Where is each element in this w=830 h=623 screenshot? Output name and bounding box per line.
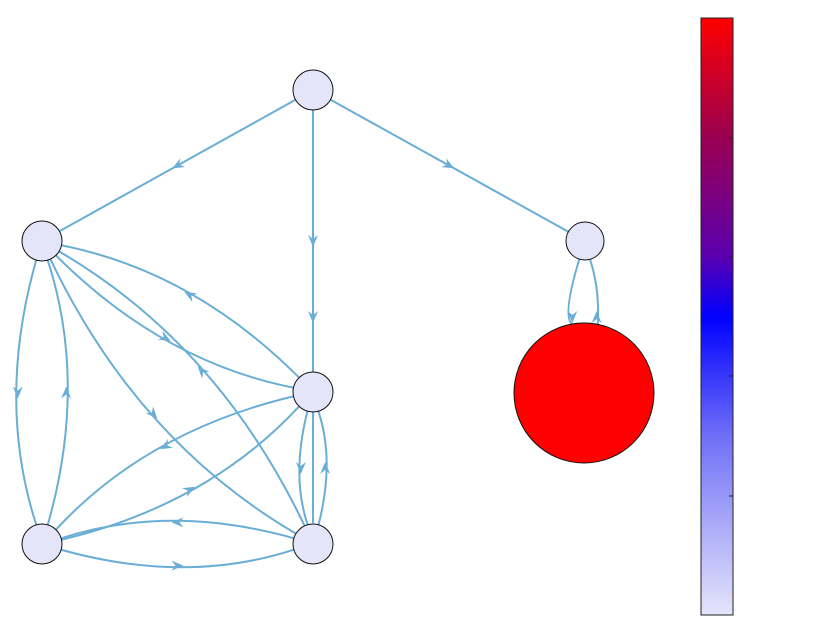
node-c: [292, 371, 334, 413]
edge-d-f: [61, 519, 314, 545]
node-d: [292, 523, 334, 565]
edge-arrow-d-b: [197, 366, 210, 379]
edge-f-d: [41, 543, 294, 569]
edge-c-f: [55, 391, 314, 531]
node-b: [21, 220, 63, 262]
edge-arrow-a-e: [441, 158, 455, 169]
edge-f-b: [41, 260, 69, 545]
edge-arrow-f-c: [181, 486, 195, 497]
edge-arrow-d-f: [171, 517, 184, 528]
colorbar-ticks: [729, 17, 733, 616]
edges-layer: [12, 89, 602, 571]
edge-arrow-b-d: [145, 406, 158, 419]
edge-c-b: [61, 244, 314, 393]
edge-arrow-a-b: [172, 158, 186, 169]
edge-a-b: [59, 89, 314, 232]
node-a: [292, 69, 334, 111]
edge-arrow-a-d: [308, 311, 318, 323]
edge-b-c: [41, 240, 294, 389]
edge-d-b: [58, 250, 314, 545]
colorbar: [700, 17, 734, 616]
edge-arrow-c-d: [295, 462, 306, 474]
edge-arrow-f-b: [61, 386, 72, 399]
edge-arrow-g-e: [591, 311, 602, 324]
edge-arrow-c-f: [160, 439, 174, 450]
edge-arrow-f-d: [171, 560, 184, 571]
edge-a-e: [312, 89, 569, 233]
edge-arrow-d-c: [320, 462, 331, 474]
edge-b-d: [41, 240, 297, 535]
node-e: [565, 221, 605, 261]
edge-b-f: [15, 240, 43, 525]
node-f: [21, 523, 63, 565]
edge-arrow-c-b: [184, 291, 198, 303]
colorbar-gradient: [700, 17, 734, 616]
node-g: [513, 322, 655, 464]
nodes-layer: [21, 69, 655, 565]
edge-arrow-e-g: [567, 310, 578, 323]
edge-arrow-b-c: [157, 330, 171, 342]
edge-arrow-b-f: [12, 386, 23, 399]
edge-f-c: [41, 405, 300, 545]
